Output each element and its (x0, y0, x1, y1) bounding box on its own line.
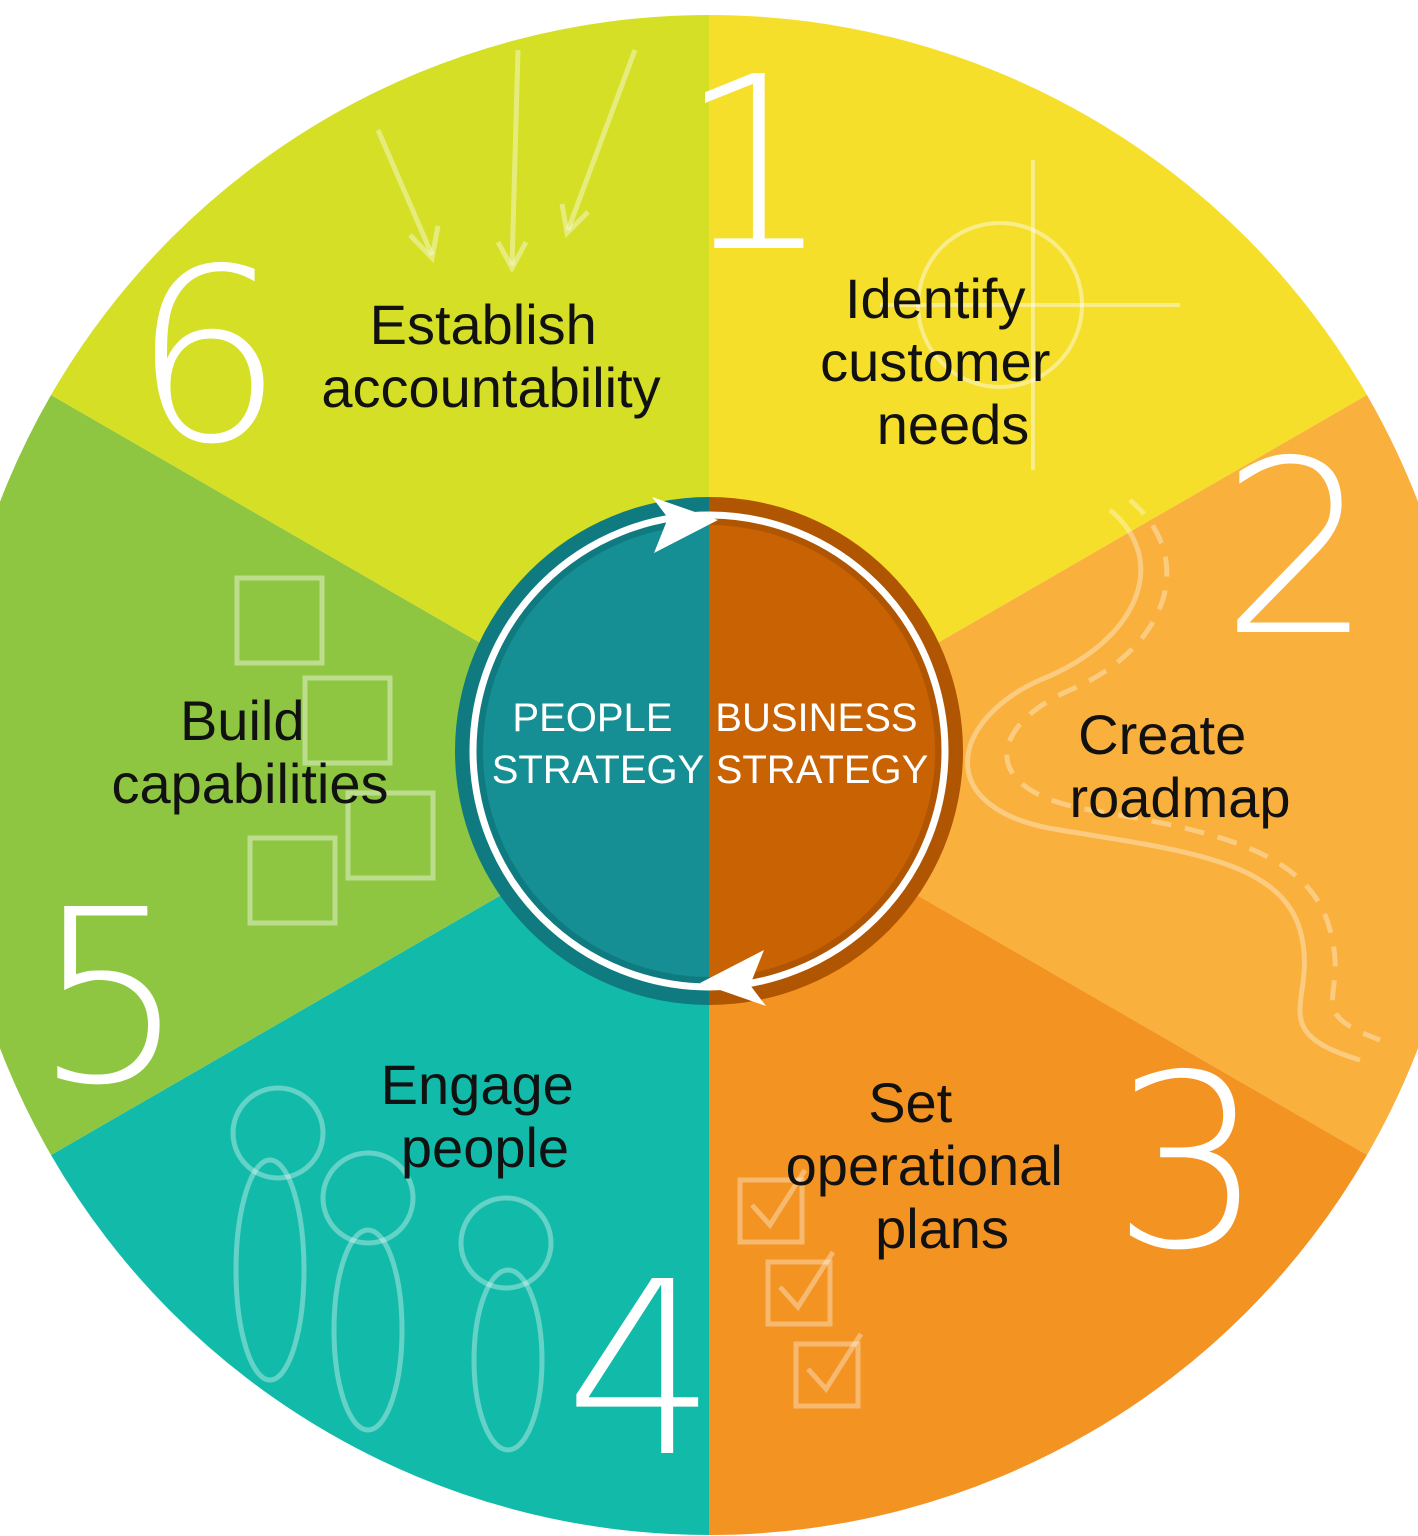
step-3-line-3: plans (875, 1197, 1009, 1260)
step-5-line-1: Build (180, 689, 305, 752)
people-icon (230, 1085, 554, 1453)
step-3-line-1: Set (868, 1071, 952, 1134)
blocks-icon (234, 575, 436, 926)
step-4-line-1: Engage (381, 1053, 574, 1116)
step-number-1: 1 (679, 25, 832, 305)
hub-right-half (709, 525, 935, 977)
step-label-5: Build capabilities (111, 689, 388, 815)
step-label-2: Create roadmap (1069, 703, 1290, 829)
step-5-line-2: capabilities (111, 752, 388, 815)
step-6-line-2: accountability (321, 356, 660, 419)
step-1-line-2: customer (820, 330, 1050, 393)
step-3-line-2: operational (786, 1134, 1063, 1197)
step-2-line-2: roadmap (1069, 766, 1290, 829)
people-strategy-label: PEOPLE STRATEGY (492, 696, 705, 792)
step-number-6: 6 (132, 217, 285, 497)
hub-left-half (483, 525, 709, 977)
cycle-arrow-top (652, 497, 718, 553)
step-number-5: 5 (34, 858, 187, 1138)
segment-5 (0, 395, 709, 1155)
cycle-ring (469, 511, 949, 991)
arrows-icon (375, 49, 638, 274)
target-icon (880, 160, 1180, 470)
step-1-line-1: Identify (845, 267, 1026, 330)
people-strategy-line-1: PEOPLE (512, 696, 672, 740)
step-6-line-1: Establish (370, 293, 597, 356)
step-label-6: Establish accountability (321, 293, 660, 419)
step-label-1: Identify customer needs (820, 267, 1066, 456)
step-label-4: Engage people (381, 1053, 590, 1179)
step-number-3: 3 (1112, 1023, 1265, 1303)
winding-road-icon (965, 498, 1381, 1063)
center-hub (455, 497, 963, 1006)
business-strategy-line-2: STRATEGY (716, 748, 929, 792)
step-2-line-1: Create (1078, 703, 1246, 766)
people-strategy-line-2: STRATEGY (492, 748, 705, 792)
checklist-icon (737, 1168, 864, 1409)
step-1-line-3: needs (877, 393, 1030, 456)
segment-2 (709, 395, 1418, 1155)
step-label-3: Set operational plans (786, 1071, 1079, 1260)
cycle-arrow-bottom (700, 950, 766, 1006)
step-number-2: 2 (1221, 409, 1374, 689)
segment-4 (51, 775, 709, 1535)
segment-3 (709, 775, 1367, 1535)
step-4-line-2: people (401, 1116, 569, 1179)
business-strategy-line-1: BUSINESS (715, 696, 917, 740)
step-number-4: 4 (565, 1230, 718, 1510)
business-strategy-label: BUSINESS STRATEGY (715, 696, 928, 792)
